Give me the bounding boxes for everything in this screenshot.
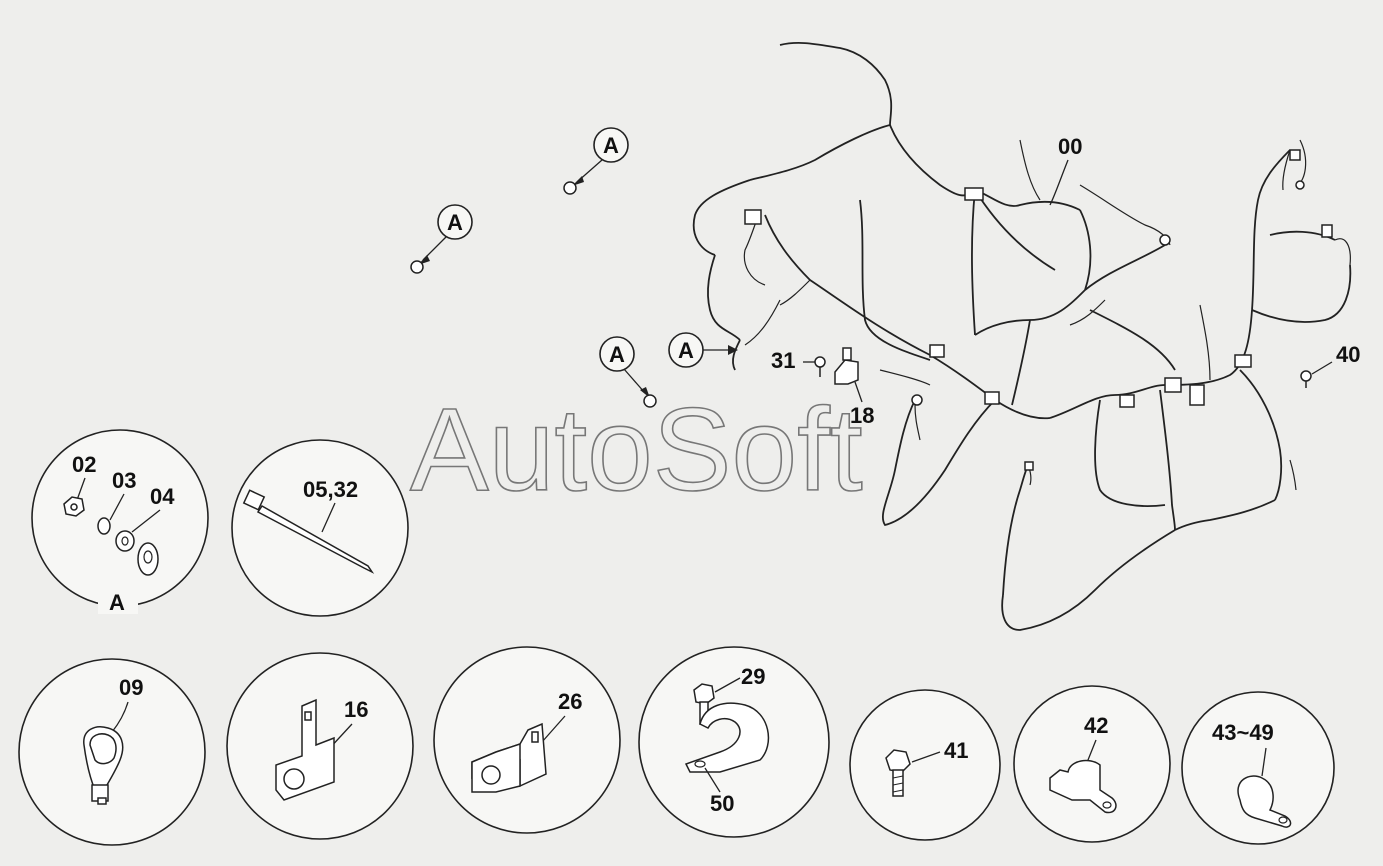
part-label-callout_letter: A xyxy=(109,590,125,615)
detail-cable-tie: 05,32 xyxy=(231,439,409,617)
detail-a-hardware: 02 03 04 A xyxy=(31,429,209,615)
part-40: 40 xyxy=(1300,342,1360,388)
part-18: 18 xyxy=(834,347,874,428)
detail-clamp-43-49: 43~49 xyxy=(1181,691,1335,845)
detail-bracket-26: 26 xyxy=(433,646,621,834)
callout-a-top: A xyxy=(563,127,629,195)
part-label-p03: 03 xyxy=(112,468,136,493)
part-label-p31: 31 xyxy=(771,348,795,373)
part-label-p43_49: 43~49 xyxy=(1212,720,1274,745)
part-label-p41: 41 xyxy=(944,738,968,763)
part-label-p26: 26 xyxy=(558,689,582,714)
wiring-harness xyxy=(692,42,1352,631)
part-label-p18: 18 xyxy=(850,403,874,428)
part-label-p05_32: 05,32 xyxy=(303,477,358,502)
part-label-callout_letter: A xyxy=(603,133,619,158)
label-00: 00 xyxy=(1058,134,1082,159)
part-label-p29: 29 xyxy=(741,664,765,689)
detail-bolt-41: 41 xyxy=(849,689,1001,841)
part-label-p09: 09 xyxy=(119,675,143,700)
callout-a-harness: A xyxy=(668,332,738,368)
part-31: 31 xyxy=(771,348,826,377)
callout-a-mid: A xyxy=(599,336,657,408)
callout-a-left: A xyxy=(410,204,473,274)
part-label-p16: 16 xyxy=(344,697,368,722)
detail-clamp-42: 42 xyxy=(1013,685,1171,843)
part-label-p40: 40 xyxy=(1336,342,1360,367)
detail-clip-09: 09 xyxy=(18,658,206,846)
detail-clamp-29-50: 29 50 xyxy=(638,646,830,838)
part-label-callout_letter: A xyxy=(447,210,463,235)
part-label-callout_letter: A xyxy=(678,338,694,363)
part-label-p02: 02 xyxy=(72,452,96,477)
part-label-p42: 42 xyxy=(1084,713,1108,738)
part-label-callout_letter: A xyxy=(609,342,625,367)
part-label-p50: 50 xyxy=(710,791,734,816)
watermark: AutoSoft xyxy=(410,384,863,516)
detail-bracket-16: 16 xyxy=(226,652,414,840)
part-label-p04: 04 xyxy=(150,484,175,509)
leader-00 xyxy=(1049,159,1069,206)
